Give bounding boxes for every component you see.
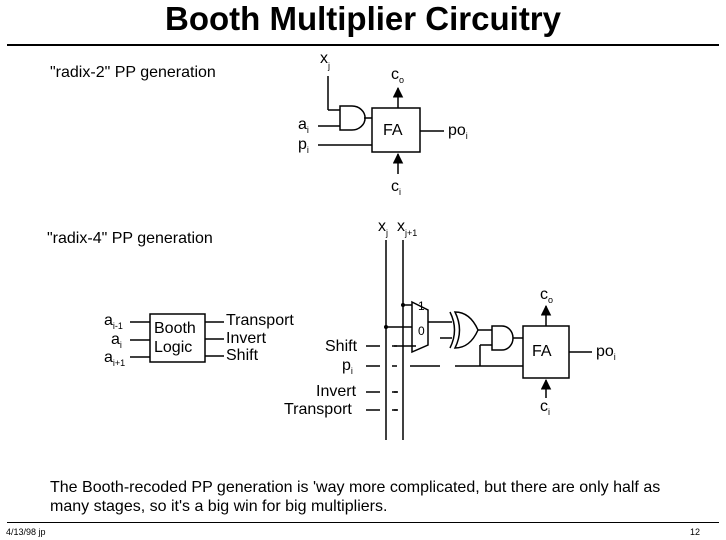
radix2-xj-label: xj bbox=[320, 50, 330, 71]
radix4-and-gate bbox=[491, 325, 514, 351]
footer-date: 4/13/98 jp bbox=[6, 527, 46, 537]
radix4-shift-label: Shift bbox=[325, 338, 358, 355]
mux-input-1: 1 bbox=[418, 299, 425, 313]
title-divider bbox=[7, 44, 719, 46]
footer-page-number: 12 bbox=[690, 527, 701, 537]
radix4-co-label: co bbox=[540, 286, 554, 305]
booth-input-a-prev: ai-1 bbox=[104, 312, 123, 331]
booth-output-transport: Transport bbox=[226, 312, 294, 329]
footer-divider bbox=[7, 522, 719, 523]
booth-output-shift: Shift bbox=[226, 347, 259, 364]
radix2-p-label: pi bbox=[298, 136, 309, 155]
radix4-po-label: poi bbox=[596, 343, 616, 362]
slide-caption: The Booth-recoded PP generation is 'way … bbox=[50, 479, 661, 515]
booth-input-a: ai bbox=[111, 331, 122, 350]
radix2-a-label: ai bbox=[298, 116, 309, 135]
radix4-invert-label: Invert bbox=[316, 383, 357, 400]
radix4-xj1-label: xj+1 bbox=[397, 218, 418, 238]
booth-logic-line1: Booth bbox=[154, 320, 196, 337]
radix2-fa-box bbox=[371, 107, 421, 153]
booth-input-a-next: ai+1 bbox=[104, 349, 126, 368]
radix2-fa-label: FA bbox=[383, 122, 403, 139]
radix4-p-label: pi bbox=[342, 357, 353, 376]
radix4-mux bbox=[411, 300, 429, 354]
radix2-ci-label: ci bbox=[391, 178, 401, 197]
radix4-fa-box bbox=[522, 325, 570, 379]
radix2-and-gate bbox=[339, 105, 366, 131]
radix2-heading: "radix-2" PP generation bbox=[50, 64, 216, 81]
radix4-transport-label: Transport bbox=[284, 401, 352, 418]
booth-output-invert: Invert bbox=[226, 330, 267, 347]
radix4-ci-label: ci bbox=[540, 398, 550, 417]
radix4-fa-label: FA bbox=[532, 343, 552, 360]
radix4-heading: "radix-4" PP generation bbox=[47, 230, 213, 247]
slide-title: Booth Multiplier Circuitry bbox=[165, 0, 561, 37]
radix4-xor-gate bbox=[453, 311, 479, 349]
radix4-xj-label: xj bbox=[378, 218, 388, 238]
mux-input-0: 0 bbox=[418, 324, 425, 338]
radix2-co-label: co bbox=[391, 66, 405, 85]
radix2-po-label: poi bbox=[448, 122, 468, 141]
booth-logic-box bbox=[149, 313, 206, 363]
booth-logic-line2: Logic bbox=[154, 339, 193, 356]
